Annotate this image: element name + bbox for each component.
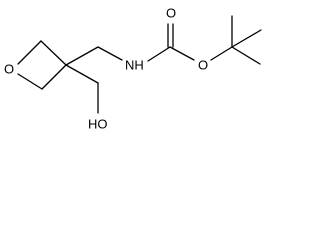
hydroxyl-label: HO (88, 117, 108, 132)
bond-nitrogen-carbonyl-c (147, 46, 171, 62)
bond-quaternary-c-lower-ch2 (41, 64, 67, 90)
bond-quaternary-c-ch2n (65, 46, 99, 66)
ring-oxygen-label: O (4, 62, 14, 77)
carbonyl-oxygen-label: O (166, 6, 176, 21)
bond-ester-o-tert-c (210, 46, 233, 61)
bond-lower-ch2-ring-o (17, 73, 43, 90)
bond-tert-c-methyl-right (231, 29, 262, 48)
bond-upper-ch2-quaternary-c (40, 40, 67, 66)
ester-oxygen-label: O (198, 58, 208, 73)
bond-ring-o-upper-ch2 (17, 40, 42, 65)
bond-ch2-nitrogen (97, 46, 123, 61)
chemical-structure: O NH O O HO (4, 6, 262, 132)
bond-quaternary-c-ch2oh (65, 64, 99, 84)
bond-tert-c-methyl-bottom (231, 46, 261, 65)
bond-carbonyl-c-ester-o (169, 46, 195, 61)
amide-nitrogen-label: NH (125, 58, 144, 73)
